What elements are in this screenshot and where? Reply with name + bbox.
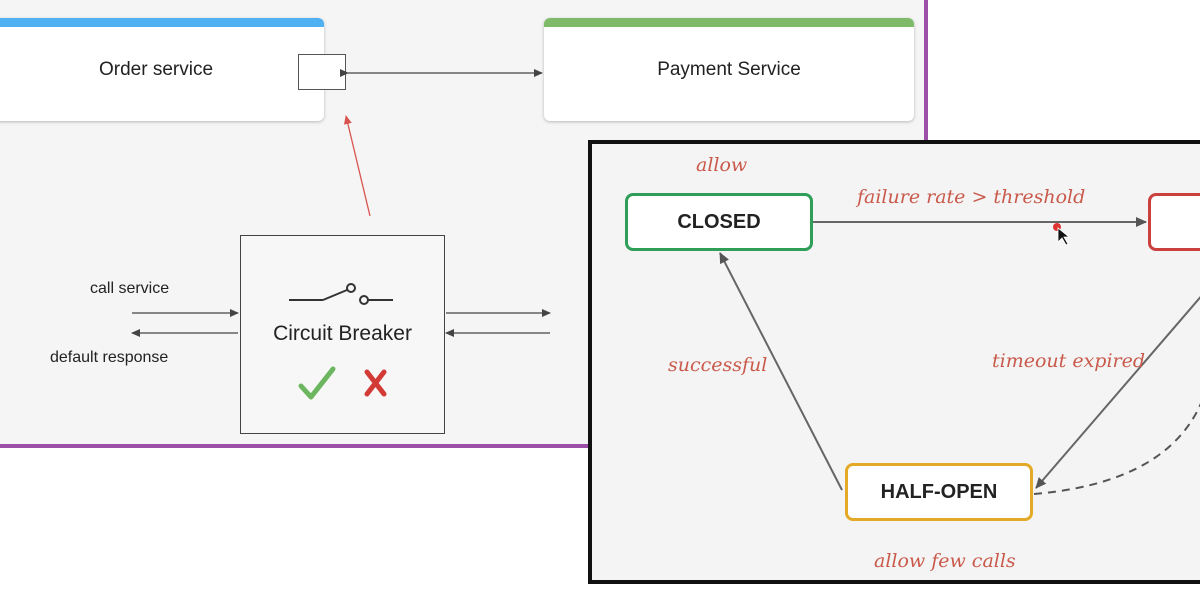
half-open-to-closed-arrow [719,252,843,491]
default-response-label: default response [50,349,169,366]
payment-service-label: Payment Service [657,58,801,80]
half-open-to-open-dashed [1033,402,1200,495]
payment-service-box: Payment Service [544,18,914,121]
switch-icon [289,283,393,305]
open-to-half-open-arrow [1035,296,1200,489]
connector-port [298,54,346,90]
state-transitions [719,217,1200,495]
checkmark-icon [298,366,336,400]
breaker-port-arrow [343,115,371,217]
architecture-connectors [131,69,551,337]
state-closed: CLOSED [625,193,813,251]
circuit-breaker-label: Circuit Breaker [273,322,412,345]
cursor-icon [1057,227,1071,246]
state-open [1148,193,1200,251]
order-service-accent-bar [0,18,324,27]
state-half-open: HALF-OPEN [845,463,1033,521]
order-service-label: Order service [98,58,214,80]
failure-threshold-annotation: failure rate > threshold [857,186,1086,208]
state-half-open-label: HALF-OPEN [880,480,998,503]
timeout-expired-annotation: timeout expired [992,350,1146,372]
order-service-box: Order service [0,18,324,121]
allow-annotation: allow [696,154,748,176]
state-machine-diagram: CLOSED HALF-OPEN allow failure rate > th… [588,140,1200,584]
cross-icon [364,369,387,397]
call-service-label: call service [90,280,170,297]
state-closed-label: CLOSED [677,210,761,233]
payment-service-accent-bar [544,18,914,27]
breaker-icons [289,283,393,400]
successful-annotation: successful [668,354,768,376]
allow-few-calls-annotation: allow few calls [874,550,1016,572]
circuit-breaker-box: Circuit Breaker [240,235,445,434]
